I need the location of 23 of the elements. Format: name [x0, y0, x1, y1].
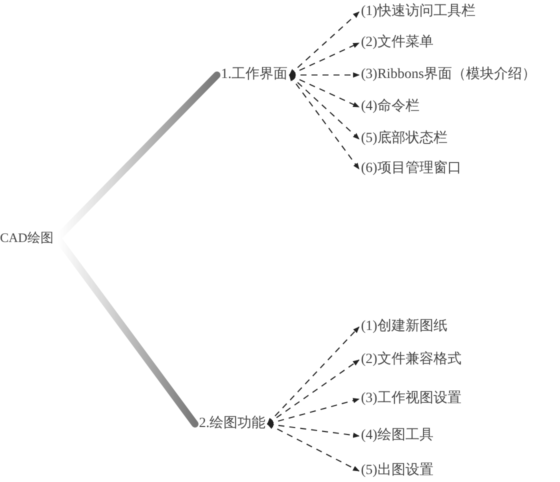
- dashed-arrow: [289, 12, 360, 76]
- subtopic: (4)绘图工具: [361, 427, 434, 445]
- subtopic: (3)工作视图设置: [361, 390, 462, 408]
- subtopic: (5)底部状态栏: [361, 130, 448, 148]
- dashed-arrow: [266, 360, 360, 424]
- subtopic: (4)命令栏: [361, 98, 420, 116]
- subtopic: (3)Ribbons界面（模块介绍）: [361, 66, 536, 84]
- subtopic: (1)创建新图纸: [361, 318, 448, 336]
- dashed-arrow: [288, 42, 360, 76]
- dashed-arrow: [266, 422, 360, 438]
- subtopic: (6)项目管理窗口: [361, 160, 462, 178]
- dashed-arrow: [289, 74, 360, 170]
- branch-topic: 2.绘图功能: [199, 415, 266, 433]
- branch-topic: 1.工作界面: [221, 66, 288, 84]
- dashed-arrow: [289, 74, 360, 140]
- subtopic: (5)出图设置: [361, 462, 434, 480]
- dashed-arrow: [266, 398, 360, 425]
- subtopic: (2)文件兼容格式: [361, 351, 462, 369]
- subtopic: (1)快速访问工具栏: [361, 3, 476, 21]
- root-topic: CAD绘图: [0, 229, 54, 247]
- dashed-arrow: [266, 424, 360, 472]
- dashed-arrow: [267, 326, 360, 424]
- subtopic: (2)文件菜单: [361, 34, 434, 52]
